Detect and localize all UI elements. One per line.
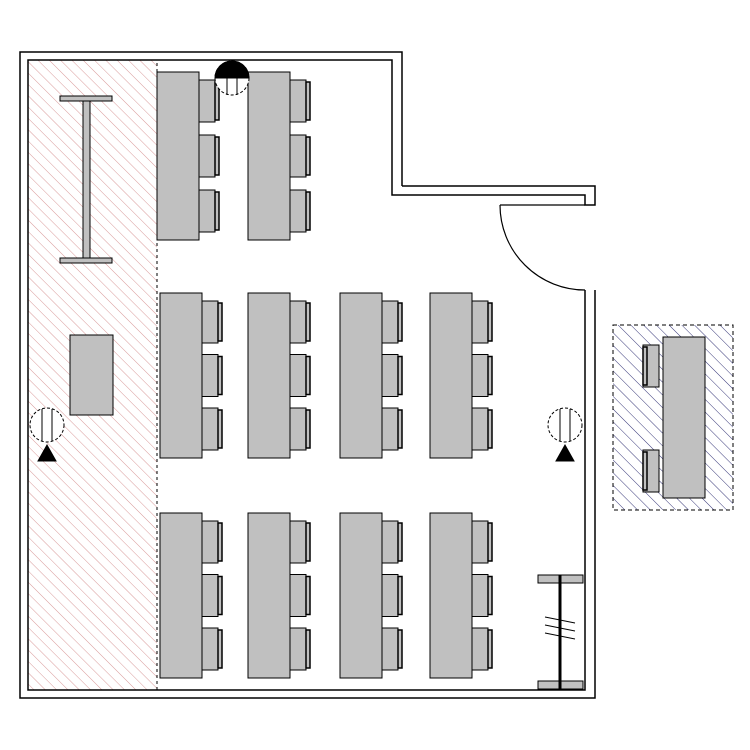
table	[159, 292, 203, 459]
projector-icon	[214, 60, 250, 96]
chair	[201, 627, 223, 671]
table	[247, 512, 291, 679]
lectern	[69, 334, 114, 416]
table-group	[159, 292, 223, 459]
chair	[201, 300, 223, 344]
table-group	[247, 292, 311, 459]
table	[429, 292, 473, 459]
separate-table	[642, 336, 706, 499]
chair	[201, 407, 223, 451]
chair	[201, 354, 223, 397]
table	[247, 71, 291, 241]
table	[159, 512, 203, 679]
chair	[289, 79, 311, 123]
chair	[289, 300, 311, 344]
rack-icon	[537, 574, 584, 690]
chair	[381, 300, 403, 344]
chair	[471, 354, 493, 397]
table	[662, 336, 706, 499]
chair	[471, 627, 493, 671]
tables	[156, 71, 493, 679]
door[interactable]	[499, 204, 586, 291]
chair	[198, 79, 220, 123]
chair	[471, 300, 493, 344]
table	[339, 292, 383, 459]
camera-icon-left	[29, 407, 65, 462]
chair	[642, 344, 660, 388]
table-group	[247, 71, 311, 241]
chair	[471, 520, 493, 564]
chair	[201, 520, 223, 564]
table-group	[429, 512, 493, 679]
chair	[198, 134, 220, 178]
whiteboard-stand	[59, 95, 113, 264]
table-group	[159, 512, 223, 679]
chair	[642, 449, 660, 493]
table	[429, 512, 473, 679]
table-group	[339, 512, 403, 679]
table	[156, 71, 200, 241]
chair	[381, 354, 403, 397]
table	[339, 512, 383, 679]
chair	[381, 520, 403, 564]
table-group	[339, 292, 403, 459]
chair	[381, 627, 403, 671]
chair	[289, 189, 311, 233]
chair	[289, 574, 311, 617]
chair	[471, 574, 493, 617]
chair	[289, 407, 311, 451]
chair	[471, 407, 493, 451]
chair	[289, 354, 311, 397]
chair	[289, 134, 311, 178]
table-group	[429, 292, 493, 459]
table	[247, 292, 291, 459]
chair	[198, 189, 220, 233]
table-group	[156, 71, 220, 241]
table-group	[247, 512, 311, 679]
chair	[289, 520, 311, 564]
chair	[381, 407, 403, 451]
camera-icon-right	[547, 407, 583, 462]
chair	[201, 574, 223, 617]
chair	[289, 627, 311, 671]
chair	[381, 574, 403, 617]
